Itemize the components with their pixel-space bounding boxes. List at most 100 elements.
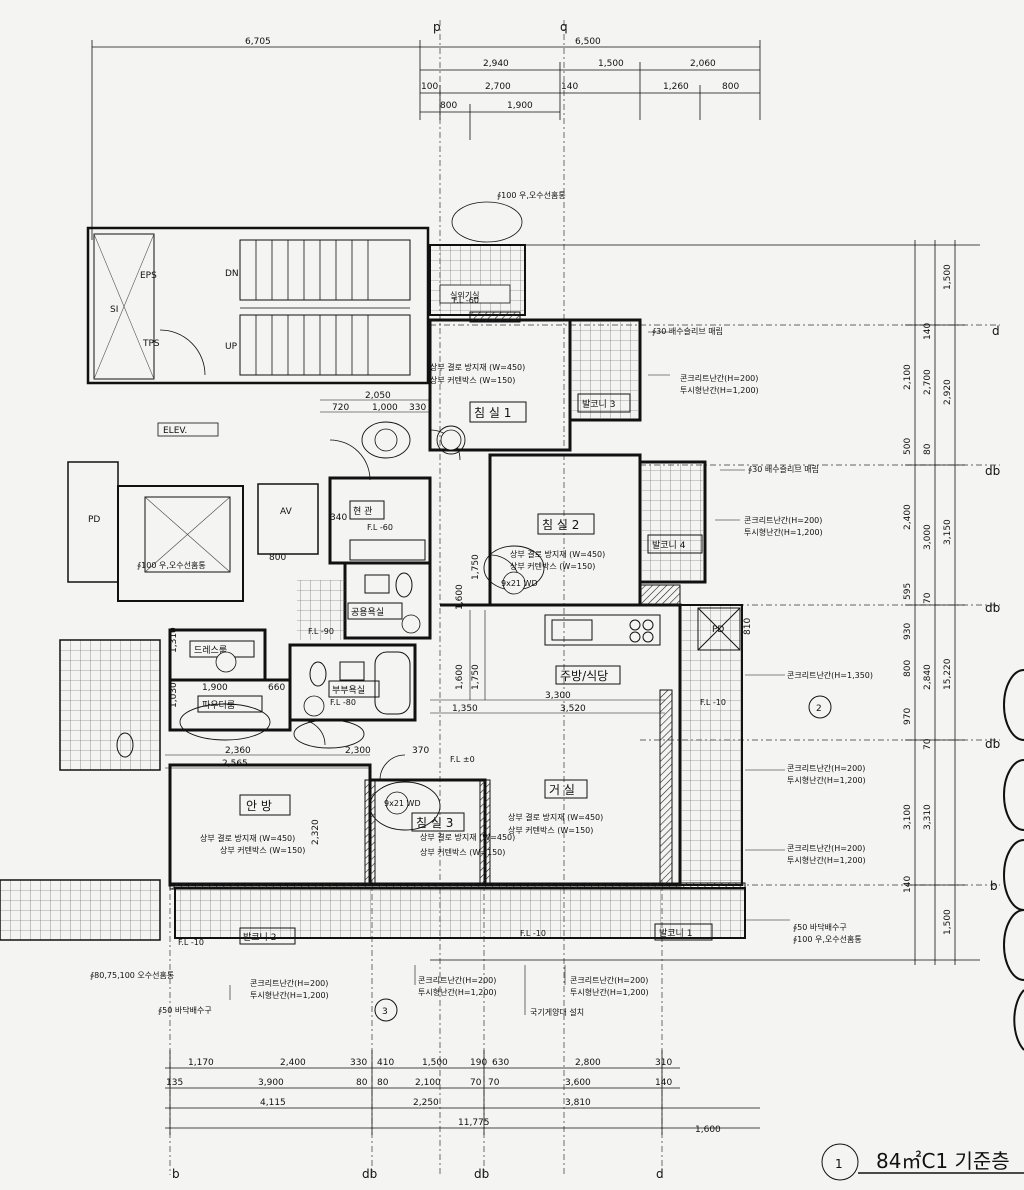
note-curtain-living: 상부 커텐박스 (W=150) <box>508 825 593 835</box>
label-eps: EPS <box>140 271 157 281</box>
label-elevator: ELEV. <box>163 426 187 436</box>
label-tps: TPS <box>142 339 160 349</box>
window-tag-bedroom3: 9x21 WD <box>384 799 421 808</box>
dim-top-6705: 6,705 <box>245 37 271 47</box>
dim-right-140b: 140 <box>903 876 913 893</box>
label-outdoor-unit: 실외기실 <box>450 290 479 300</box>
dim-top-2060: 2,060 <box>690 59 716 69</box>
window-tag-bedroom2: 9x21 WD <box>501 579 538 588</box>
dim-right-2100: 2,100 <box>903 364 913 390</box>
note-concrete-rail-b1b: 콘크리트난간(H=200) <box>570 975 648 985</box>
dim-right-15220: 15,220 <box>943 658 953 690</box>
room-balcony3: 발코니 3 <box>582 399 615 410</box>
grid-label-right-d: d <box>992 324 1000 338</box>
note-glass-rail-liv2: 투시형난간(H=1,200) <box>787 855 866 865</box>
grid-label-bottom-db2: db <box>474 1167 489 1181</box>
dim-2360: 2,360 <box>225 746 251 756</box>
grid-label-right-db1: db <box>985 464 1000 478</box>
grid-lines <box>169 20 1000 1175</box>
dim-top-800: 800 <box>722 82 739 92</box>
dim-top-100: 100 <box>421 82 438 92</box>
note-glass-rail-b3: 투시형난간(H=1,200) <box>680 385 759 395</box>
window-tag-clouds <box>179 421 545 831</box>
dim-bot-1500: 1,500 <box>422 1058 448 1068</box>
dim-right-2400: 2,400 <box>903 504 913 530</box>
dim-right-70a: 70 <box>923 592 933 604</box>
note-concrete-rail-b4: 콘크리트난간(H=200) <box>744 515 822 525</box>
dim-2300: 2,300 <box>345 746 371 756</box>
room-common-bath: 공용욕실 <box>351 607 384 618</box>
dim-1310: 1,310 <box>169 627 179 653</box>
grid-label-right-db2: db <box>985 601 1000 615</box>
fl-entrance: F.L -60 <box>367 523 393 532</box>
dim-right-3310: 3,310 <box>923 804 933 830</box>
dim-right-2920: 2,920 <box>943 379 953 405</box>
dim-right-1500b: 1,500 <box>943 909 953 935</box>
dim-1900: 1,900 <box>202 683 228 693</box>
fl-balcony2: F.L -10 <box>178 938 204 947</box>
dim-bot-4115: 4,115 <box>260 1098 286 1108</box>
note-rain-pipe-right: ∮100 우,오수선홈통 <box>793 934 862 944</box>
outdoor-unit-room <box>429 201 526 316</box>
dim-3300: 3,300 <box>545 691 571 701</box>
dim-top-1260: 1,260 <box>663 82 689 92</box>
note-pipe-80: ∮80,75,100 오수선홈통 <box>90 970 174 980</box>
room-bedroom2: 침 실 2 <box>542 518 579 532</box>
dim-right-1500: 1,500 <box>943 264 953 290</box>
dim-1000: 1,000 <box>372 403 398 413</box>
balcony-tiles <box>0 322 746 941</box>
dim-right-500: 500 <box>903 438 913 455</box>
note-insulation-living: 상부 결로 방지재 (W=450) <box>508 812 603 822</box>
dim-bot-310: 310 <box>655 1058 672 1068</box>
room-labels <box>189 393 713 945</box>
callout-3: 3 <box>382 1007 388 1017</box>
dim-bot-3810: 3,810 <box>565 1098 591 1108</box>
fl-master-bath: F.L -80 <box>330 698 356 707</box>
note-rain-pipe-top: ∮100 우,오수선홈통 <box>497 190 566 200</box>
note-curtain-master: 상부 커텐박스 (W=150) <box>220 845 305 855</box>
note-concrete-rail-b1a: 콘크리트난간(H=200) <box>418 975 496 985</box>
dim-right-970: 970 <box>903 708 913 725</box>
grid-label-bottom-b: b <box>172 1167 180 1181</box>
dim-1030: 1,030 <box>169 682 179 708</box>
room-bedroom1: 침 실 1 <box>474 406 511 420</box>
label-stair-dn: DN <box>225 269 239 279</box>
grid-label-p: p <box>433 20 441 34</box>
dim-top-1500: 1,500 <box>598 59 624 69</box>
note-insulation-bedroom1: 상부 결로 방지재 (W=450) <box>430 362 525 372</box>
note-drain-30: ∮30 배수슬리브 매립 <box>652 326 723 336</box>
dim-720: 720 <box>332 403 349 413</box>
room-powder: 파우더룸 <box>202 700 235 711</box>
dim-right-3100: 3,100 <box>903 804 913 830</box>
dim-bot-total: 11,775 <box>458 1118 490 1128</box>
dim-370: 370 <box>412 746 429 756</box>
note-concrete-rail-b2: 콘크리트난간(H=200) <box>250 978 328 988</box>
callouts <box>374 695 859 1181</box>
room-balcony1: 발코니 1 <box>659 928 692 939</box>
room-living: 거 실 <box>549 783 575 797</box>
note-concrete-rail-liv1: 콘크리트난간(H=200) <box>787 763 865 773</box>
note-floor-drain-right: ∮50 바닥배수구 <box>793 922 847 932</box>
dim-top-1900: 1,900 <box>507 101 533 111</box>
dim-bot-3900: 3,900 <box>258 1078 284 1088</box>
dim-bot-2400: 2,400 <box>280 1058 306 1068</box>
dim-bot-1600: 1,600 <box>695 1125 721 1135</box>
note-insulation-master: 상부 결로 방지재 (W=450) <box>200 833 295 843</box>
note-flag-holder: 국기게양대 설치 <box>530 1007 584 1017</box>
note-insulation-bedroom2: 상부 결로 방지재 (W=450) <box>510 549 605 559</box>
dim-bot-2800: 2,800 <box>575 1058 601 1068</box>
right-dimensions <box>430 240 980 965</box>
drawing-number: 1 <box>835 1157 843 1171</box>
note-rain-pipe-core: ∮100 우,오수선홈통 <box>137 560 206 570</box>
dim-1750a: 1,750 <box>471 554 481 580</box>
grid-label-right-b: b <box>990 879 998 893</box>
dim-bot-80a: 80 <box>356 1078 368 1088</box>
dim-right-140: 140 <box>923 323 933 340</box>
room-entrance: 현 관 <box>353 506 372 517</box>
dim-bot-140: 140 <box>655 1078 672 1088</box>
dim-bot-3600: 3,600 <box>565 1078 591 1088</box>
dim-right-2700: 2,700 <box>923 369 933 395</box>
dim-bot-410: 410 <box>377 1058 394 1068</box>
fl-common-area: F.L -90 <box>308 627 334 636</box>
